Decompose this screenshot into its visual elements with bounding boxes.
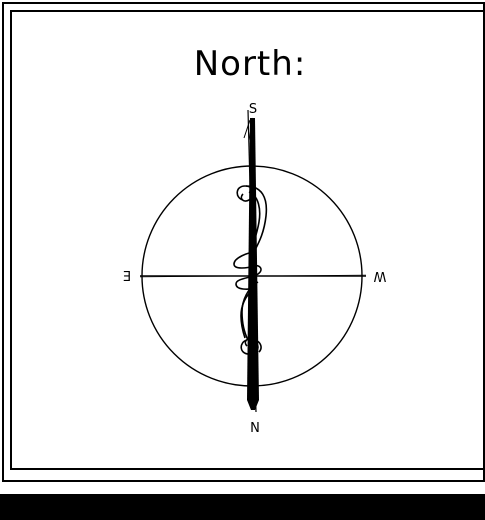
page-title: North: xyxy=(193,44,307,84)
label-south: S xyxy=(249,102,257,117)
label-east: E xyxy=(123,270,131,285)
inner-frame xyxy=(10,10,485,470)
compass-diagram: S N E W xyxy=(123,102,387,436)
label-west: W xyxy=(373,268,386,283)
magnetic-needle-icon xyxy=(243,109,259,413)
bottom-bar xyxy=(0,494,485,520)
suspension-thread-icon xyxy=(233,185,268,355)
label-north: N xyxy=(250,421,260,436)
